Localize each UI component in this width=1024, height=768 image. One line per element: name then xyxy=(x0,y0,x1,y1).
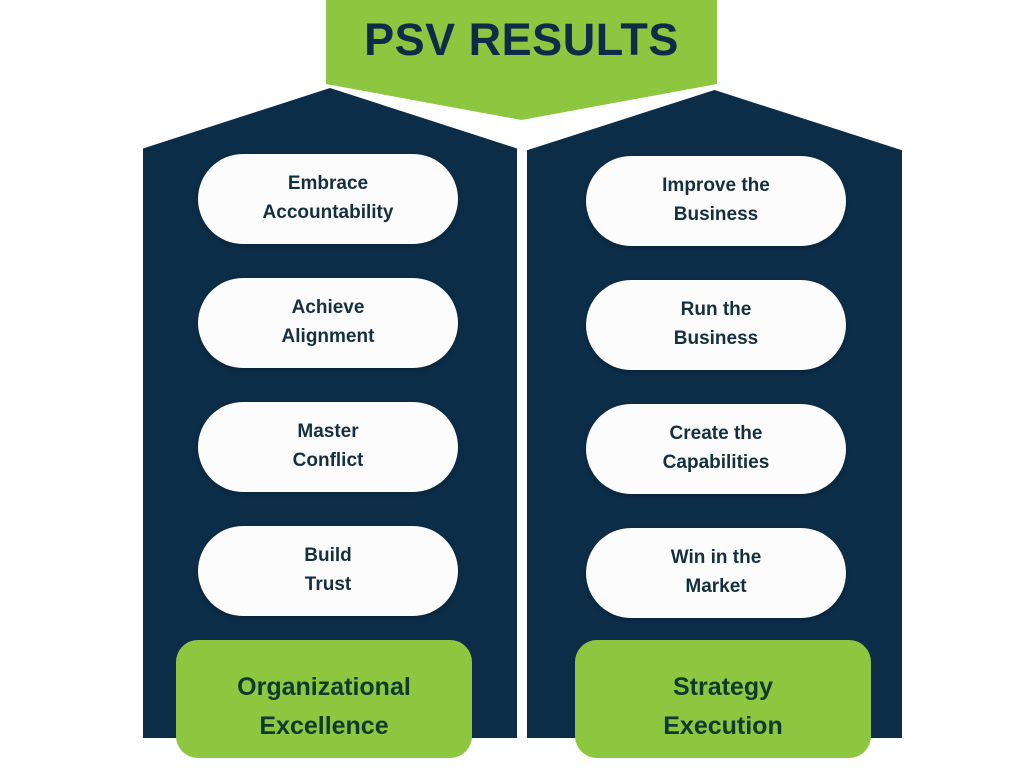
pill-line-1: Achieve xyxy=(291,297,365,319)
pill-line-1: Master xyxy=(297,421,359,443)
pill-column-strategy-execution: Improve the Business Run the Business Cr… xyxy=(586,156,846,652)
footer-line-2: Execution xyxy=(663,711,783,740)
pill-line-2: Conflict xyxy=(292,450,364,471)
pill-achieve-alignment[interactable]: Achieve Alignment xyxy=(198,278,458,368)
pill-create-the-capabilities[interactable]: Create the Capabilities xyxy=(586,404,846,494)
pill-line-2: Accountability xyxy=(262,202,394,223)
pill-line-2: Capabilities xyxy=(662,452,770,473)
footer-line-1: Strategy xyxy=(672,673,774,701)
pill-line-2: Trust xyxy=(304,574,352,595)
pill-line-2: Business xyxy=(673,328,759,349)
pill-embrace-accountability[interactable]: Embrace Accountability xyxy=(198,154,458,244)
pill-line-1: Create the xyxy=(669,423,763,445)
page-title: PSV RESULTS xyxy=(364,14,679,65)
pill-line-1: Run the xyxy=(680,299,752,321)
pill-win-in-the-market[interactable]: Win in the Market xyxy=(586,528,846,618)
pill-run-the-business[interactable]: Run the Business xyxy=(586,280,846,370)
footer-organizational-excellence[interactable]: Organizational Excellence xyxy=(176,640,472,758)
pill-line-2: Business xyxy=(673,204,759,225)
pill-line-2: Market xyxy=(685,576,747,597)
pill-line-2: Alignment xyxy=(281,326,375,347)
pill-line-1: Embrace xyxy=(287,173,369,195)
pill-line-1: Build xyxy=(304,545,352,567)
footer-line-1: Organizational xyxy=(237,673,411,701)
footer-strategy-execution[interactable]: Strategy Execution xyxy=(575,640,871,758)
pill-improve-the-business[interactable]: Improve the Business xyxy=(586,156,846,246)
title-banner: PSV RESULTS xyxy=(326,0,717,120)
pill-line-1: Improve the xyxy=(662,175,770,197)
pill-master-conflict[interactable]: Master Conflict xyxy=(198,402,458,492)
pill-build-trust[interactable]: Build Trust xyxy=(198,526,458,616)
footer-line-2: Excellence xyxy=(259,711,389,740)
pill-column-organizational-excellence: Embrace Accountability Achieve Alignment… xyxy=(198,154,458,650)
pill-line-1: Win in the xyxy=(670,547,762,569)
